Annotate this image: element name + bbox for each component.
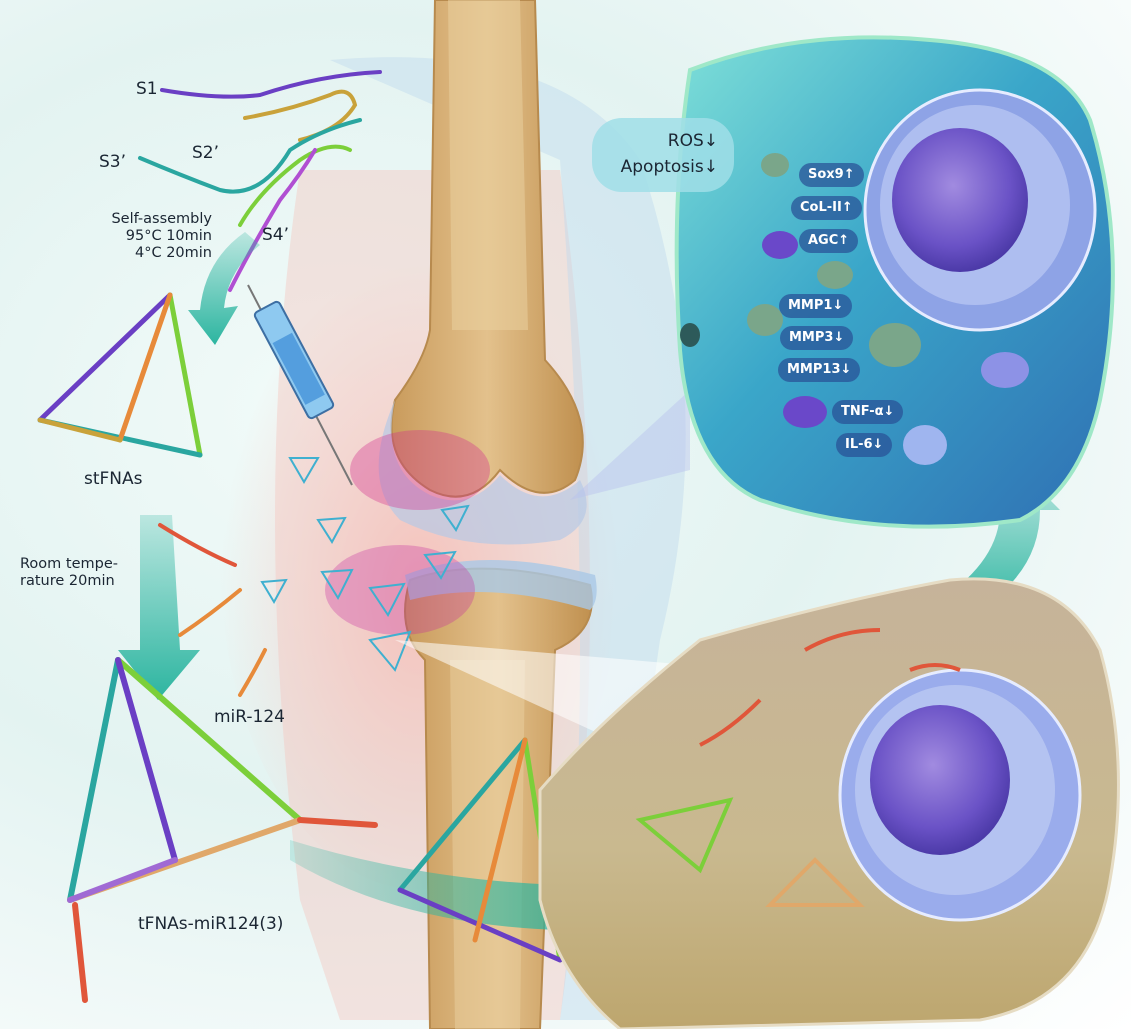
tfnas-mir124-structure — [67, 657, 378, 1003]
zoom-wedge-upper — [570, 390, 690, 500]
lower-cell — [538, 577, 1120, 1029]
self-assembly-line1: Self-assembly — [111, 211, 212, 227]
strand-label-s1: S1 — [136, 79, 158, 99]
self-assembly-line3: 4°C 20min — [134, 245, 212, 261]
upper-cartilage — [378, 400, 587, 545]
room-temp-arrow — [118, 515, 200, 700]
strand-label-s3: S3’ — [99, 152, 127, 172]
room-temp-line1: Room tempe- — [20, 556, 118, 572]
marker-col2: CoL-II↑ — [791, 196, 862, 220]
strand-label-s2: S2’ — [192, 143, 220, 163]
strand-label-s4: S4’ — [262, 225, 290, 245]
marker-mmp1: MMP1↓ — [779, 294, 853, 318]
dna-strands — [138, 70, 382, 292]
lower-cartilage — [405, 560, 597, 610]
mir124-label: miR-124 — [214, 707, 285, 727]
femur-bone — [390, 0, 584, 498]
apoptosis-label: Apoptosis↓ — [620, 157, 718, 177]
syringe — [247, 284, 353, 486]
room-temp-line2: rature 20min — [20, 573, 115, 589]
room-temp-label: Room tempe- rature 20min — [20, 556, 118, 590]
inflammation-upper — [350, 430, 490, 510]
stfnas-label: stFNAs — [84, 469, 143, 489]
marker-sox9: Sox9↑ — [799, 163, 864, 187]
tfnas-mir124-label: tFNAs-miR124(3) — [138, 914, 284, 934]
self-assembly-arrow — [188, 232, 260, 345]
upper-nucleus — [892, 128, 1028, 272]
self-assembly-line2: 95°C 10min — [125, 228, 212, 244]
effects-bubble: ROS↓ Apoptosis↓ — [592, 118, 734, 192]
self-assembly-label: Self-assembly 95°C 10min 4°C 20min — [60, 211, 212, 262]
ros-label: ROS↓ — [667, 131, 718, 151]
marker-mmp3: MMP3↓ — [780, 326, 854, 350]
marker-mmp13: MMP13↓ — [778, 358, 861, 382]
marker-il6: IL-6↓ — [836, 433, 893, 457]
marker-agc: AGC↑ — [799, 229, 859, 253]
upper-cell — [674, 35, 1115, 529]
mir124-strands — [158, 523, 267, 697]
stfnas-structure — [37, 292, 203, 458]
lower-nucleus — [870, 705, 1010, 855]
marker-tnfa: TNF-α↓ — [832, 400, 904, 424]
joint-tetrahedra — [260, 457, 470, 672]
